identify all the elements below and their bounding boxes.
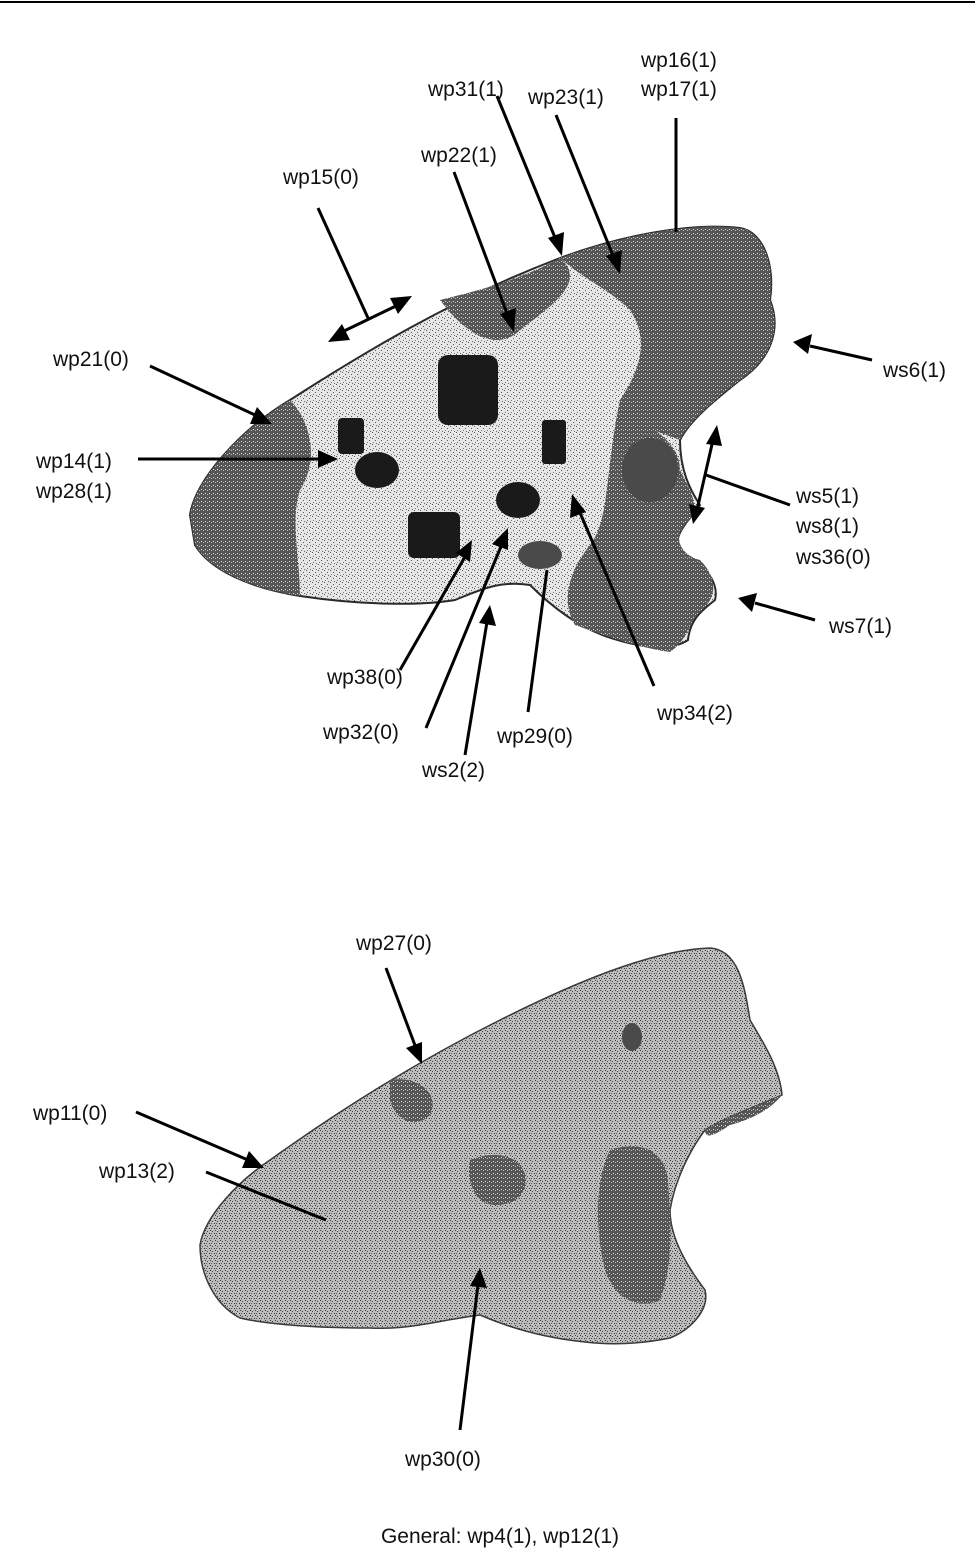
bottom-bone-illustration [199,947,783,1345]
label-ws36: ws36(0) [795,546,871,569]
label-ws8: ws8(1) [795,515,859,538]
top-arrows [138,95,873,756]
label-wp17: wp17(1) [640,78,717,101]
bottom-arrows [135,967,487,1431]
label-wp34: wp34(2) [656,702,733,725]
figure-caption: General: wp4(1), wp12(1) [381,1525,619,1548]
top-labels: wp16(1) wp17(1) wp31(1) wp23(1) wp22(1) … [35,49,946,782]
label-wp27: wp27(0) [355,932,432,955]
label-wp23: wp23(1) [527,86,604,109]
label-wp28: wp28(1) [35,480,112,503]
label-wp13: wp13(2) [98,1160,175,1183]
label-ws6: ws6(1) [882,359,946,382]
label-wp14: wp14(1) [35,450,112,473]
label-wp11: wp11(0) [32,1102,107,1125]
top-bone-illustration [188,225,776,652]
label-ws5: ws5(1) [795,485,859,508]
label-wp15: wp15(0) [282,166,359,189]
label-wp30: wp30(0) [404,1448,481,1471]
label-ws7: ws7(1) [828,615,892,638]
label-wp32: wp32(0) [322,721,399,744]
label-wp31: wp31(1) [427,78,504,101]
bottom-labels: wp27(0) wp11(0) wp13(2) wp30(0) [32,932,481,1471]
label-wp38: wp38(0) [326,666,403,689]
label-wp29: wp29(0) [496,725,573,748]
label-wp22: wp22(1) [420,144,497,167]
label-wp21: wp21(0) [52,348,129,371]
label-ws2: ws2(2) [421,759,485,782]
label-wp16: wp16(1) [640,49,717,72]
